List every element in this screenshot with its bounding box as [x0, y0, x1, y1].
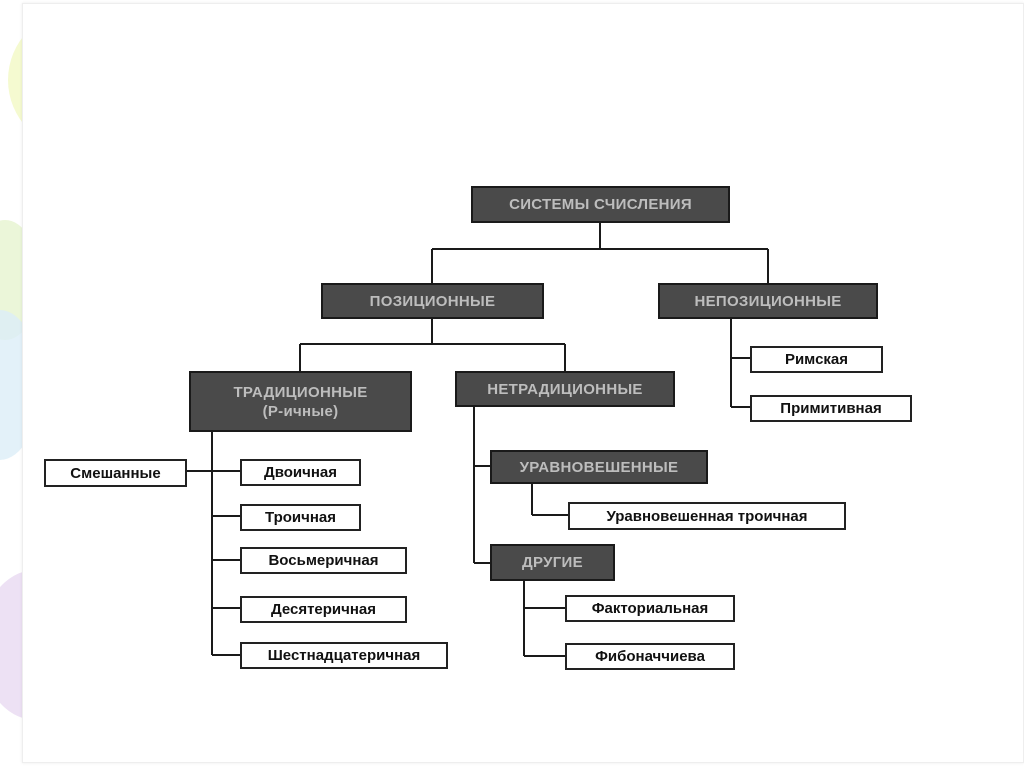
- node-decimal: Десятеричная: [240, 596, 407, 623]
- node-other: ДРУГИЕ: [490, 544, 615, 581]
- node-octal-label: Восьмеричная: [268, 552, 379, 569]
- node-balanced: УРАВНОВЕШЕННЫЕ: [490, 450, 708, 484]
- node-ternary: Троичная: [240, 504, 361, 531]
- node-balanced-ternary-label: Уравновешенная троичная: [606, 507, 808, 525]
- node-traditional-label: ТРАДИЦИОННЫЕ: [233, 383, 368, 401]
- node-traditional: ТРАДИЦИОННЫЕ (Р-ичные): [189, 371, 412, 432]
- node-ternary-label: Троичная: [264, 509, 336, 526]
- node-primitive-label: Примитивная: [780, 400, 882, 417]
- node-positional-label: ПОЗИЦИОННЫЕ: [369, 292, 496, 310]
- node-mixed-label: Смешанные: [70, 464, 161, 482]
- node-root: СИСТЕМЫ СЧИСЛЕНИЯ: [471, 186, 730, 223]
- node-octal: Восьмеричная: [240, 547, 407, 574]
- node-traditional-sublabel: (Р-ичные): [262, 402, 339, 420]
- node-mixed: Смешанные: [44, 459, 187, 487]
- node-fibonacci-label: Фибоначчиева: [595, 648, 705, 665]
- node-nonpositional-label: НЕПОЗИЦИОННЫЕ: [694, 292, 842, 310]
- node-primitive: Примитивная: [750, 395, 912, 422]
- node-nontraditional: НЕТРАДИЦИОННЫЕ: [455, 371, 675, 407]
- node-decimal-label: Десятеричная: [270, 601, 377, 618]
- node-balanced-label: УРАВНОВЕШЕННЫЕ: [519, 458, 679, 476]
- node-binary: Двоичная: [240, 459, 361, 486]
- node-hexadecimal-label: Шестнадцатеричная: [267, 647, 421, 664]
- node-nonpositional: НЕПОЗИЦИОННЫЕ: [658, 283, 878, 319]
- node-balanced-ternary: Уравновешенная троичная: [568, 502, 846, 530]
- node-other-label: ДРУГИЕ: [522, 554, 583, 571]
- node-fibonacci: Фибоначчиева: [565, 643, 735, 670]
- node-roman: Римская: [750, 346, 883, 373]
- node-roman-label: Римская: [784, 351, 849, 368]
- node-root-label: СИСТЕМЫ СЧИСЛЕНИЯ: [509, 196, 692, 213]
- node-hexadecimal: Шестнадцатеричная: [240, 642, 448, 669]
- node-factorial-label: Факториальная: [591, 600, 709, 617]
- node-binary-label: Двоичная: [264, 464, 337, 481]
- node-positional: ПОЗИЦИОННЫЕ: [321, 283, 544, 319]
- node-factorial: Факториальная: [565, 595, 735, 622]
- node-nontraditional-label: НЕТРАДИЦИОННЫЕ: [487, 380, 643, 398]
